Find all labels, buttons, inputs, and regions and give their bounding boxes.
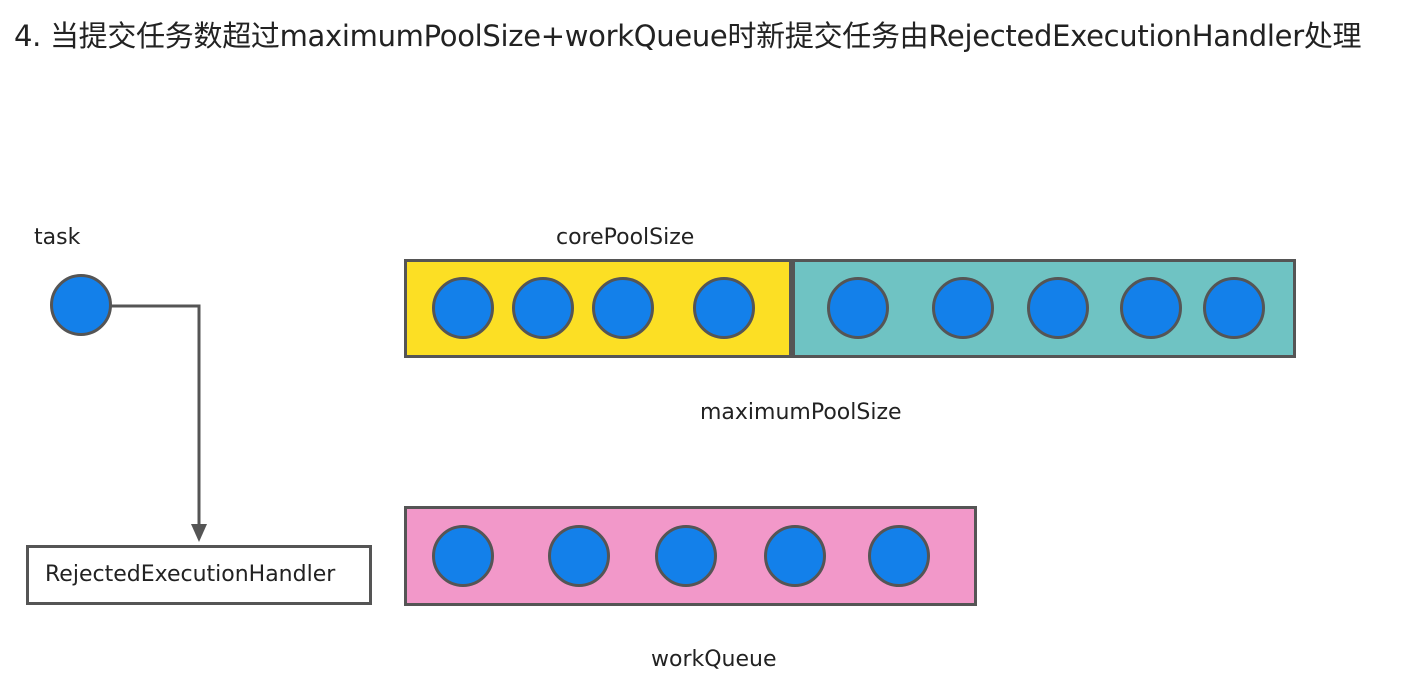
core-thread-circle [512, 277, 574, 339]
incoming-task-circle [50, 274, 112, 336]
core-thread-circle [693, 277, 755, 339]
core-pool-size-label: corePoolSize [556, 225, 695, 250]
queued-task-circle [764, 525, 826, 587]
rejected-execution-handler-box: RejectedExecutionHandler [26, 545, 372, 605]
extra-thread-circle [932, 277, 994, 339]
page-title: 4. 当提交任务数超过maximumPoolSize+workQueue时新提交… [14, 19, 1362, 53]
queued-task-circle [868, 525, 930, 587]
work-queue-label: workQueue [651, 647, 777, 672]
task-label: task [34, 225, 81, 250]
queued-task-circle [432, 525, 494, 587]
core-thread-circle [432, 277, 494, 339]
extra-thread-circle [827, 277, 889, 339]
queued-task-circle [655, 525, 717, 587]
queued-task-circle [548, 525, 610, 587]
core-thread-circle [592, 277, 654, 339]
maximum-pool-size-label: maximumPoolSize [700, 400, 902, 425]
arrowhead-icon [191, 524, 207, 542]
extra-thread-circle [1120, 277, 1182, 339]
extra-thread-circle [1027, 277, 1089, 339]
extra-thread-circle [1203, 277, 1265, 339]
